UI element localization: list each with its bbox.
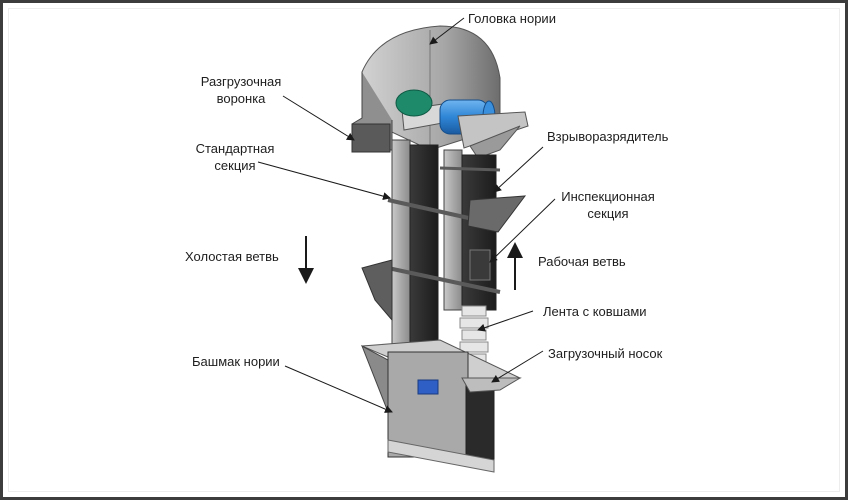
leader-standard-section: [257, 161, 391, 201]
left-hopper: [361, 259, 393, 322]
leader-explosion-vent: [493, 146, 544, 193]
label-discharge-chute: Разгрузочная воронка: [196, 73, 286, 107]
label-inspection-section-line1: Инспекционная: [561, 189, 655, 204]
leader-lines: [257, 17, 556, 413]
return-leg-casing: [391, 139, 439, 353]
leader-belt: [477, 310, 534, 332]
label-standard-section-line2: секция: [214, 158, 256, 173]
leader-head: [429, 17, 465, 45]
drive-unit: [395, 89, 529, 159]
label-explosion-vent: Взрыворазрядитель: [547, 129, 669, 144]
label-inspection-section-line2: секция: [587, 206, 629, 221]
inner-frame-line: [8, 8, 840, 492]
label-standard-section-line1: Стандартная: [195, 141, 275, 156]
inlet-spout: [461, 377, 522, 393]
leader-discharge-chute: [282, 95, 355, 141]
label-head: Головка нории: [468, 11, 556, 26]
label-discharge-chute-line2: воронка: [216, 91, 266, 106]
label-discharge-chute-line1: Разгрузочная: [200, 74, 282, 89]
explosion-vent: [467, 195, 527, 233]
gearbox: [395, 89, 433, 117]
motor-platform: [457, 111, 529, 149]
leader-inspection-section: [489, 198, 556, 263]
discharge-chute: [351, 123, 391, 153]
label-working-leg: Рабочая ветвь: [538, 254, 626, 269]
boot-inspection-window: [417, 379, 439, 395]
leader-boot: [284, 365, 393, 413]
label-inlet-spout: Загрузочный носок: [548, 346, 663, 361]
elevator-boot: [361, 339, 522, 473]
label-boot: Башмак нории: [192, 354, 280, 369]
label-return-leg: Холостая ветвь: [185, 249, 279, 264]
label-inspection-section: Инспекционная секция: [552, 188, 664, 222]
leader-inlet-spout: [491, 350, 544, 383]
label-standard-section: Стандартная секция: [190, 140, 280, 174]
label-belt-with-buckets: Лента с ковшами: [543, 304, 647, 319]
inspection-door: [469, 249, 491, 281]
